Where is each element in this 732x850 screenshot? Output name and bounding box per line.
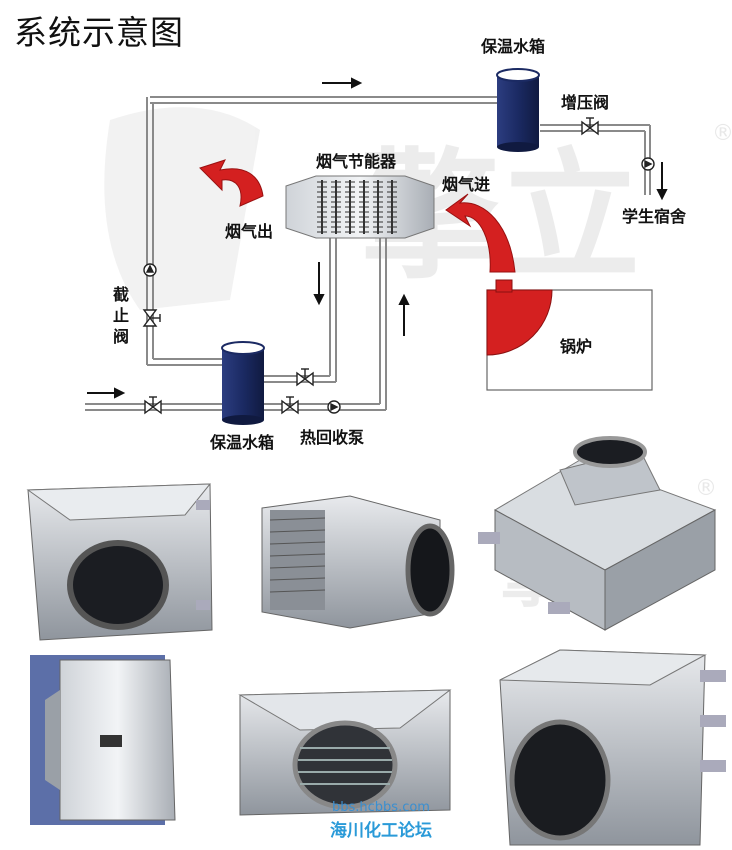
tank-bottom-body [222, 348, 264, 420]
label-tank-bottom: 保温水箱 [209, 433, 274, 452]
tank-top-base [497, 142, 539, 152]
forum-name: 海川化工论坛 [330, 821, 432, 841]
heat-recovery-pump-icon [327, 400, 341, 414]
product-photos [26, 436, 726, 846]
boiler-burner-quarter [486, 289, 553, 356]
stop-valve-icon [142, 309, 161, 327]
brand-logo-shape [104, 107, 261, 310]
product-photo-5 [238, 689, 452, 816]
pump-dorm-icon [641, 157, 655, 171]
forum-url: bbs.hcbbs.com [332, 800, 430, 815]
tank-bottom-base [222, 415, 264, 425]
product-photo-6 [499, 649, 726, 846]
booster-valve-icon [581, 117, 599, 136]
flow-arrow-top-head [351, 77, 363, 89]
label-economizer: 烟气节能器 [316, 152, 397, 171]
pipe-top-line [150, 96, 500, 104]
diagram-title: 系统示意图 [14, 13, 184, 52]
label-tank-top: 保温水箱 [480, 37, 545, 56]
tank-top-body [497, 75, 539, 147]
insulated-tank-top [496, 68, 540, 152]
tank-top-lid [496, 68, 540, 82]
product-photo-3 [478, 436, 717, 631]
registered-mark-bottom: ® [695, 476, 717, 501]
flow-arrow-dorm-head [656, 189, 668, 201]
label-flue-out: 烟气出 [225, 222, 273, 241]
product-photo-4 [30, 655, 176, 825]
pipe-left-line [146, 97, 154, 365]
pumps [143, 157, 655, 414]
flow-arrow-inlet-head [114, 387, 126, 399]
label-stop-valve: 截止阀 [113, 285, 129, 346]
pipe-econ-up [379, 238, 387, 410]
boiler [486, 279, 653, 391]
flue-gas-in-arrow [445, 193, 516, 273]
valve-inlet-icon [144, 396, 162, 415]
tank-bottom-lid [221, 341, 265, 355]
label-flue-in: 烟气进 [442, 175, 490, 194]
pump-left-icon [143, 263, 157, 277]
flue-gas-out-arrow [199, 159, 264, 207]
valve-pump-icon [281, 396, 299, 415]
flue-gas-economizer [285, 175, 435, 239]
pipe-left-to-tank [147, 358, 222, 366]
registered-mark-top: ® [712, 121, 732, 146]
label-boiler: 锅炉 [560, 337, 592, 356]
product-photo-2 [261, 495, 455, 629]
pipe-econ-down [329, 238, 337, 382]
label-recovery-pump: 热回收泵 [300, 428, 364, 447]
flow-arrow-down-head [313, 294, 325, 306]
label-dormitory: 学生宿舍 [622, 207, 687, 226]
product-photo-1 [26, 483, 213, 641]
flow-arrow-up-head [398, 293, 410, 305]
boiler-chimney [495, 279, 513, 293]
forum-watermark: bbs.hcbbs.com 海川化工论坛 [326, 800, 436, 841]
flow-arrows [87, 77, 668, 399]
valves [142, 117, 599, 415]
brand-watermark: 擎立 擎立 ® ® [104, 107, 732, 617]
insulated-tank-bottom [221, 341, 265, 425]
valve-econ-icon [296, 368, 314, 387]
economizer-fins [317, 180, 397, 234]
label-booster-valve: 增压阀 [561, 93, 609, 112]
